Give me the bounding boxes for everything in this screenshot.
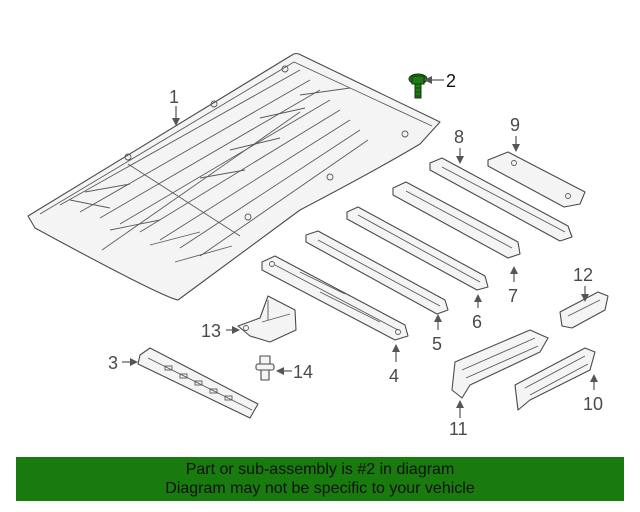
- roof-bow-6: [346, 206, 489, 291]
- callout-1: 1: [169, 87, 179, 107]
- banner-line-2: Diagram may not be specific to your vehi…: [165, 480, 475, 497]
- callout-8: 8: [454, 127, 464, 147]
- info-banner: Part or sub-assembly is #2 in diagram Di…: [16, 457, 624, 501]
- callout-5: 5: [432, 334, 442, 354]
- callout-2: 2: [446, 71, 456, 91]
- roof-panel: [27, 52, 441, 301]
- roof-bow-5: [305, 230, 449, 315]
- banner-line-1: Part or sub-assembly is #2 in diagram: [185, 461, 455, 478]
- front-header: [137, 347, 259, 419]
- clip-14: [255, 355, 275, 381]
- callout-12: 12: [573, 265, 593, 285]
- bolt-part-2: [408, 73, 428, 99]
- callout-7: 7: [508, 286, 518, 306]
- roof-bow-7: [392, 181, 521, 259]
- roof-bow-8: [429, 157, 573, 242]
- callout-4: 4: [389, 366, 399, 386]
- callout-11: 11: [449, 419, 468, 439]
- reinforcement-9: [487, 151, 586, 208]
- bracket-11: [451, 329, 549, 399]
- callout-9: 9: [510, 115, 520, 135]
- callout-10: 10: [583, 394, 603, 414]
- callout-13: 13: [201, 321, 221, 341]
- bracket-10: [514, 347, 596, 411]
- leader-lines: [122, 76, 598, 418]
- bracket-12: [559, 291, 609, 329]
- bracket-13: [237, 295, 297, 343]
- callout-6: 6: [472, 312, 482, 332]
- roof-bow-4: [261, 255, 409, 341]
- callout-14: 14: [293, 362, 313, 382]
- callout-3: 3: [108, 353, 118, 373]
